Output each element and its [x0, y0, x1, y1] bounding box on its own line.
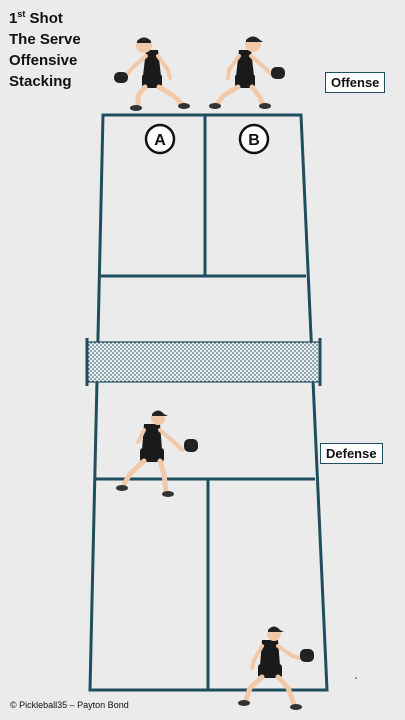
dot-marker — [355, 677, 357, 679]
court-boundary — [88, 113, 329, 692]
player-b-marker: B — [238, 123, 270, 155]
title-line-3: Offensive — [9, 52, 78, 69]
defense-net-player-figure — [116, 410, 198, 497]
copyright-credit: © Pickleball35 – Payton Bond — [10, 700, 129, 710]
player-a-marker: A — [144, 123, 176, 155]
player-b-label: B — [248, 132, 260, 149]
player-a-figure — [114, 37, 190, 111]
offense-label: Offense — [325, 72, 386, 93]
defense-back-player-figure — [238, 626, 314, 710]
defense-label: Defense — [320, 443, 383, 464]
player-a-label: A — [154, 132, 166, 149]
court-lines — [88, 113, 329, 692]
net — [86, 341, 321, 383]
title-line-1: 1st Shot — [9, 9, 63, 28]
player-b-figure — [209, 36, 285, 109]
title-line-4: Stacking — [9, 73, 72, 90]
title-line-2: The Serve — [9, 31, 81, 48]
diagram-title: 1st Shot The Serve Offensive Stacking — [9, 8, 81, 92]
